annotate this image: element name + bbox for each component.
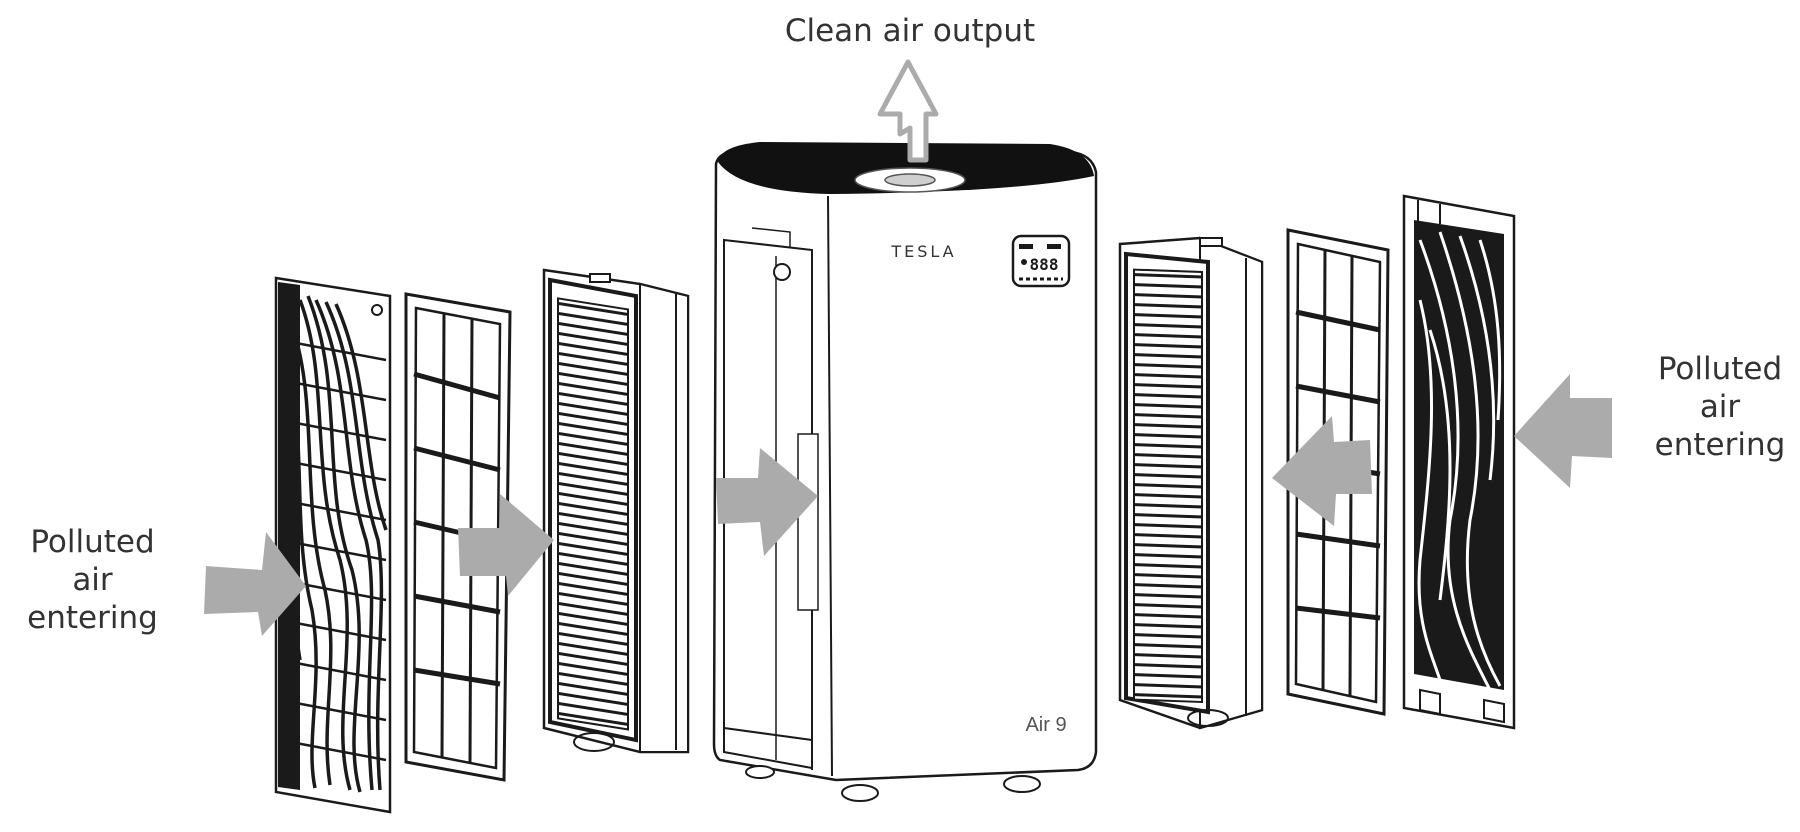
solid-left-arrow-icon <box>1514 374 1612 488</box>
polluted-air-right-label: Polluted air entering <box>1640 350 1800 464</box>
clean-air-output-label: Clean air output <box>784 13 1036 49</box>
polluted-air-left-line-1: Polluted <box>30 524 155 560</box>
left-pre-filter <box>404 292 512 782</box>
polluted-air-left-line-2: air <box>72 562 113 598</box>
solid-right-arrow-icon <box>716 448 818 556</box>
left-hepa-filter <box>542 268 690 754</box>
right-rear-cover <box>1402 194 1516 730</box>
solid-right-arrow-icon <box>204 532 306 636</box>
outline-up-arrow-icon <box>877 59 939 163</box>
left-front-cover <box>274 276 392 814</box>
solid-right-arrow-icon <box>458 494 554 596</box>
polluted-air-right-line-2: air <box>1699 389 1741 425</box>
polluted-air-right-line-3: entering <box>1654 427 1786 463</box>
brand-logo: TESLA <box>890 242 956 261</box>
right-hepa-filter <box>1118 236 1264 730</box>
control-display: 888 <box>1011 234 1071 288</box>
display-digits: 888 <box>1030 255 1059 274</box>
polluted-air-left-line-3: entering <box>27 600 158 636</box>
polluted-air-right-line-1: Polluted <box>1657 351 1783 387</box>
solid-left-arrow-icon <box>1272 416 1372 526</box>
model-name: Air 9 <box>1025 714 1066 736</box>
polluted-air-left-label: Polluted air entering <box>0 523 185 637</box>
purifier-main-unit: TESLA 888 Air 9 <box>712 142 1098 802</box>
